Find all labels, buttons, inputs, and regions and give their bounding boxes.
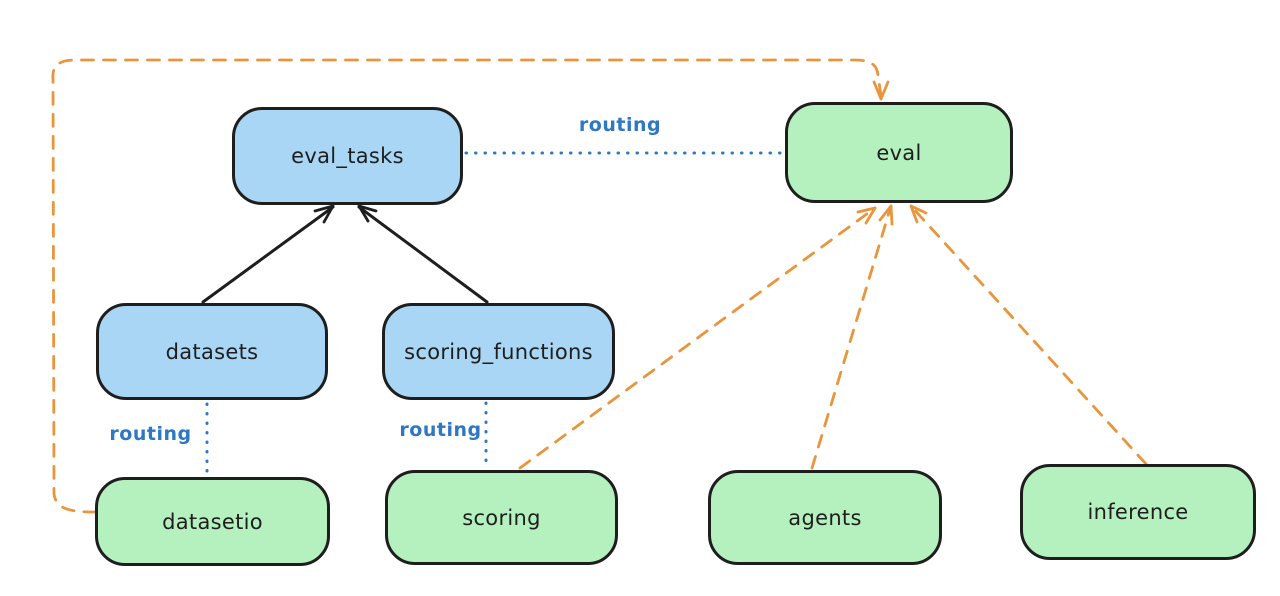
edge-agents-to-eval bbox=[810, 204, 894, 470]
routing-label-scoring-functions-scoring: routing bbox=[399, 419, 482, 441]
node-datasets-label: datasets bbox=[165, 339, 259, 364]
routing-label-datasets-datasetio: routing bbox=[109, 423, 192, 445]
node-eval-tasks: eval_tasks bbox=[232, 107, 463, 205]
node-eval-label: eval bbox=[876, 140, 922, 165]
node-inference: inference bbox=[1020, 464, 1256, 560]
node-inference-label: inference bbox=[1087, 500, 1189, 524]
node-agents-label: agents bbox=[788, 505, 862, 530]
node-datasetio: datasetio bbox=[95, 477, 330, 566]
node-eval: eval bbox=[785, 102, 1013, 203]
edge-datasetio-to-eval-loop bbox=[51, 58, 890, 514]
node-agents: agents bbox=[708, 470, 942, 565]
edge-scoring-to-eval bbox=[518, 206, 877, 470]
node-eval-tasks-label: eval_tasks bbox=[291, 144, 404, 168]
node-datasetio-label: datasetio bbox=[162, 509, 263, 534]
node-datasets: datasets bbox=[96, 303, 328, 400]
routing-label-eval-tasks-eval: routing bbox=[578, 114, 662, 136]
node-scoring-label: scoring bbox=[462, 505, 541, 530]
edge-inference-to-eval bbox=[909, 204, 1148, 466]
node-scoring: scoring bbox=[385, 470, 618, 565]
edge-scoring-functions-to-eval-tasks bbox=[357, 204, 489, 304]
edge-datasets-to-eval-tasks bbox=[201, 204, 335, 304]
node-scoring-functions: scoring_functions bbox=[382, 303, 615, 400]
node-scoring-functions-label: scoring_functions bbox=[404, 339, 593, 364]
